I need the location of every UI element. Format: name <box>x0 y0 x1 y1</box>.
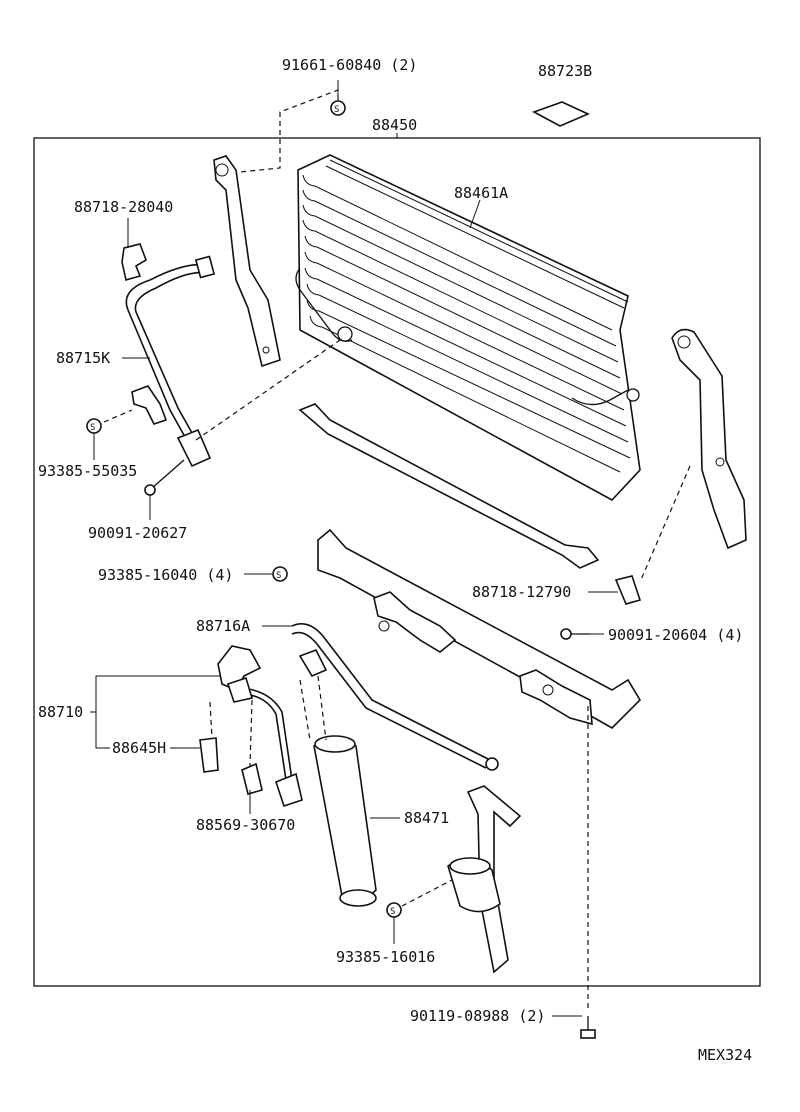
discharge-tube <box>125 255 216 468</box>
label-sticker <box>532 101 590 127</box>
nut-symbol-bottom: S <box>386 902 402 918</box>
bolt-left <box>144 459 185 496</box>
lower-strap <box>298 403 600 569</box>
label-clamp-right: 88718-12790 <box>472 583 571 601</box>
tube-assembly <box>217 645 303 808</box>
label-clamp-upper-left: 88718-28040 <box>74 198 173 216</box>
label-liquid-tube: 88716A <box>196 617 250 635</box>
label-bolt-left: 90091-20627 <box>88 524 187 542</box>
receiver-drier <box>313 735 377 907</box>
nut-symbol-top: S <box>330 100 346 116</box>
tube-clip <box>131 385 168 425</box>
label-receiver: 88471 <box>404 809 449 827</box>
nut-symbol-left: S <box>86 418 102 434</box>
bolt-bottom <box>580 1016 596 1039</box>
label-condenser-assy: 88450 <box>372 116 417 134</box>
plug <box>241 762 263 795</box>
label-discharge-tube: 88715K <box>56 349 110 367</box>
label-nut-bottom: 93385-16016 <box>336 948 435 966</box>
nut-symbol-bracket: S <box>272 566 288 582</box>
leader-lines <box>90 80 618 1017</box>
label-pressure-switch: 88645H <box>112 739 166 757</box>
svg-text:S: S <box>334 105 339 115</box>
svg-text:S: S <box>90 423 95 433</box>
label-tube-assy: 88710 <box>38 703 83 721</box>
label-nut-left: 93385-55035 <box>38 462 137 480</box>
label-bolt-bottom: 90119-08988 (2) <box>410 1007 545 1025</box>
diagram-code: MEX324 <box>698 1046 752 1064</box>
svg-text:S: S <box>276 571 281 581</box>
label-bolt-top: 91661-60840 (2) <box>282 56 417 74</box>
label-bolt-right: 90091-20604 (4) <box>608 626 743 644</box>
receiver-holder <box>447 785 522 974</box>
lower-cross-bracket <box>317 528 642 729</box>
condenser-core <box>295 154 641 501</box>
label-sticker-text: 88723B <box>538 62 592 80</box>
bolt-right <box>560 628 590 640</box>
clamp-upper-left <box>121 243 147 282</box>
pressure-switch <box>199 737 219 773</box>
right-bracket <box>671 328 747 550</box>
label-nut-bracket: 93385-16040 (4) <box>98 566 233 584</box>
left-bracket <box>213 155 281 368</box>
label-condenser-core: 88461A <box>454 184 508 202</box>
svg-text:S: S <box>390 907 395 917</box>
liquid-tube <box>291 623 499 771</box>
label-plug: 88569-30670 <box>196 816 295 834</box>
clamp-right <box>614 575 642 605</box>
assembly-dash-lines <box>103 89 691 1010</box>
